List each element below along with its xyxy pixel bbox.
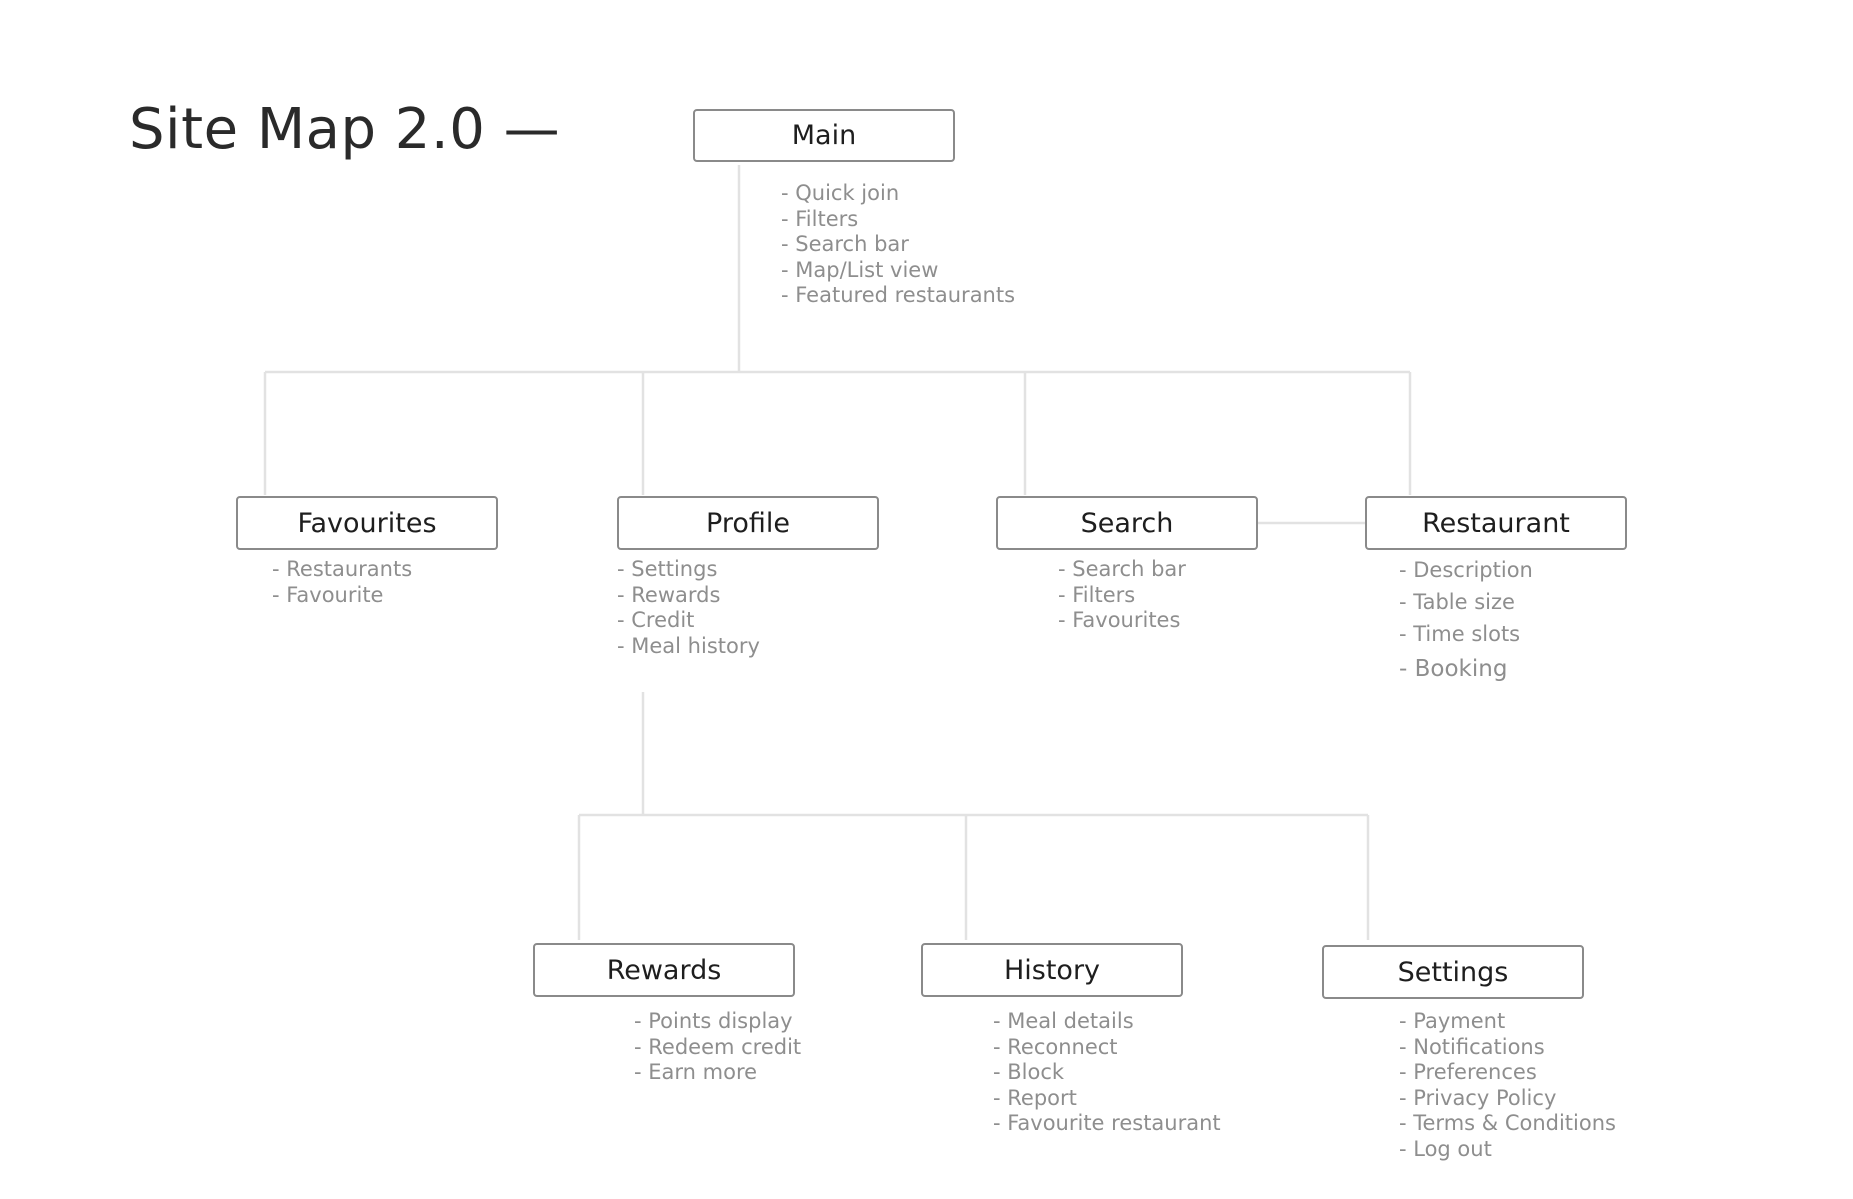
list-item: - Notifications: [1399, 1034, 1545, 1059]
node-rewards-items: - Points display - Redeem credit - Earn …: [634, 1009, 801, 1086]
list-item: - Filters: [1058, 582, 1136, 607]
list-item: - Map/List view: [781, 257, 939, 282]
list-item: - Time slots: [1399, 622, 1521, 646]
page-title: Site Map 2.0 —: [129, 97, 561, 162]
list-item: - Credit: [617, 608, 695, 632]
node-main-items: - Quick join - Filters - Search bar - Ma…: [781, 181, 1015, 309]
node-profile-items: - Settings - Rewards - Credit - Meal his…: [617, 557, 760, 659]
node-history-label: History: [1003, 954, 1101, 986]
list-item: - Booking: [1399, 656, 1508, 682]
list-item: - Quick join: [781, 181, 900, 205]
list-item: - Block: [993, 1060, 1065, 1084]
list-item: - Privacy Policy: [1399, 1085, 1557, 1110]
list-item: - Earn more: [634, 1060, 758, 1084]
list-item: - Description: [1399, 558, 1533, 582]
list-item: - Log out: [1399, 1136, 1492, 1161]
list-item: - Rewards: [617, 582, 721, 607]
node-rewards: Rewards: [533, 943, 795, 997]
list-item: - Settings: [617, 557, 718, 581]
node-restaurant-label: Restaurant: [1422, 507, 1570, 539]
node-restaurant-items: - Description - Table size - Time slots …: [1399, 554, 1533, 688]
list-item: - Favourite restaurant: [993, 1111, 1221, 1135]
node-rewards-label: Rewards: [606, 954, 722, 986]
node-history-items: - Meal details - Reconnect - Block - Rep…: [993, 1009, 1221, 1137]
node-search-items: - Search bar - Filters - Favourites: [1058, 557, 1186, 634]
list-item: - Meal history: [617, 633, 760, 658]
list-item: - Payment: [1399, 1009, 1506, 1033]
node-settings-label: Settings: [1397, 956, 1509, 988]
list-item: - Restaurants: [272, 557, 413, 581]
node-main: Main: [693, 109, 955, 162]
list-item: - Favourite: [272, 582, 384, 607]
list-item: - Report: [993, 1085, 1077, 1110]
list-item: - Table size: [1399, 590, 1515, 614]
node-settings-items: - Payment - Notifications - Preferences …: [1399, 1009, 1616, 1162]
list-item: - Filters: [781, 206, 859, 231]
list-item: - Terms & Conditions: [1399, 1111, 1616, 1135]
list-item: - Points display: [634, 1009, 793, 1033]
list-item: - Search bar: [1058, 557, 1186, 581]
node-favourites: Favourites: [236, 496, 498, 550]
node-search-label: Search: [1080, 507, 1174, 539]
node-history: History: [921, 943, 1183, 997]
node-profile: Profile: [617, 496, 879, 550]
list-item: - Meal details: [993, 1009, 1134, 1033]
node-search: Search: [996, 496, 1258, 550]
node-settings: Settings: [1322, 945, 1584, 999]
node-main-label: Main: [791, 120, 857, 151]
node-favourites-label: Favourites: [297, 507, 437, 539]
list-item: - Featured restaurants: [781, 283, 1016, 307]
list-item: - Redeem credit: [634, 1034, 802, 1059]
list-item: - Favourites: [1058, 608, 1181, 632]
node-favourites-items: - Restaurants - Favourite: [272, 557, 412, 608]
list-item: - Preferences: [1399, 1060, 1537, 1084]
list-item: - Search bar: [781, 232, 909, 256]
node-profile-label: Profile: [706, 507, 790, 539]
node-restaurant: Restaurant: [1365, 496, 1627, 550]
list-item: - Reconnect: [993, 1034, 1118, 1059]
